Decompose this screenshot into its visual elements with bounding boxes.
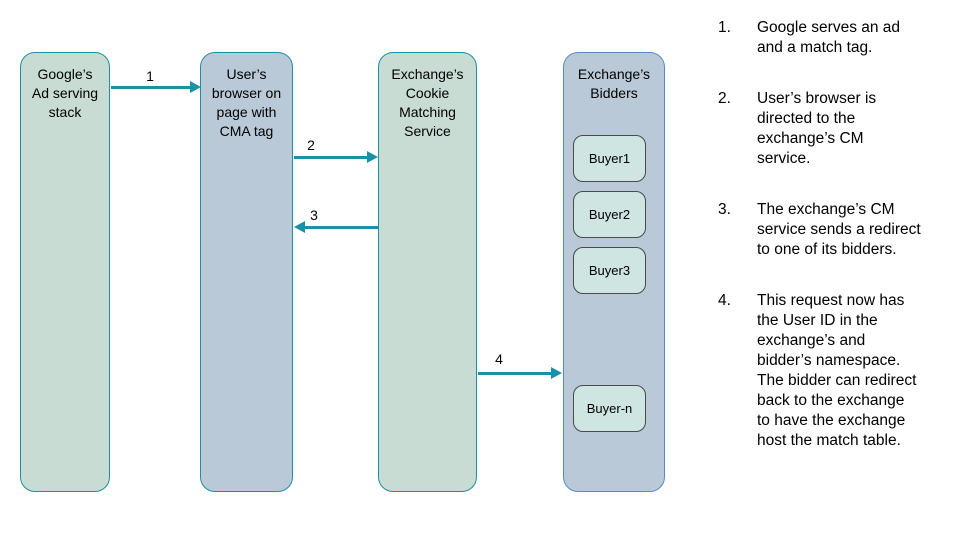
- arrow-1-number-label: 1: [146, 68, 154, 84]
- node-google-ad-serving-stack: Google’s Ad serving stack: [20, 52, 110, 492]
- arrowhead-right-icon: [190, 81, 201, 93]
- step-item-1: 1. Google serves an ad and a match tag.: [718, 18, 924, 58]
- buyer-box: Buyer2: [573, 191, 646, 238]
- step-number: 3.: [718, 201, 731, 218]
- node-label: User’s browser on page with CMA tag: [211, 66, 282, 139]
- node-label: Google’s Ad serving stack: [31, 66, 99, 120]
- arrow-4-line: [478, 372, 551, 375]
- step-item-2: 2. User’s browser is directed to the exc…: [718, 89, 924, 169]
- node-label: Exchange’s Cookie Matching Service: [391, 66, 464, 139]
- step-number: 2.: [718, 90, 731, 107]
- step-number: 4.: [718, 292, 731, 309]
- step-text: Google serves an ad and a match tag.: [757, 19, 901, 56]
- arrowhead-right-icon: [551, 367, 562, 379]
- arrowhead-right-icon: [367, 151, 378, 163]
- arrow-1-line: [111, 86, 190, 89]
- arrow-2-number-label: 2: [307, 137, 315, 153]
- buyer-box: Buyer3: [573, 247, 646, 294]
- node-cookie-matching-service: Exchange’s Cookie Matching Service: [378, 52, 477, 492]
- buyer-box: Buyer1: [573, 135, 646, 182]
- step-text: User’s browser is directed to the exchan…: [757, 90, 877, 167]
- arrow-2-line: [294, 156, 367, 159]
- arrowhead-left-icon: [294, 221, 305, 233]
- arrow-3-number-label: 3: [310, 207, 318, 223]
- step-item-3: 3. The exchange’s CM service sends a red…: [718, 200, 924, 260]
- node-exchanges-bidders: Exchange’s Bidders Buyer1 Buyer2 Buyer3 …: [563, 52, 665, 492]
- step-text: This request now has the User ID in the …: [757, 292, 917, 449]
- step-text: The exchange’s CM service sends a redire…: [757, 201, 921, 258]
- arrow-4-number-label: 4: [495, 351, 503, 367]
- node-label: Exchange’s Bidders: [577, 66, 651, 101]
- step-item-4: 4. This request now has the User ID in t…: [718, 291, 924, 451]
- arrow-3-line: [305, 226, 378, 229]
- buyer-box: Buyer-n: [573, 385, 646, 432]
- step-number: 1.: [718, 19, 731, 36]
- node-users-browser: User’s browser on page with CMA tag: [200, 52, 293, 492]
- steps-list: 1. Google serves an ad and a match tag. …: [718, 18, 924, 482]
